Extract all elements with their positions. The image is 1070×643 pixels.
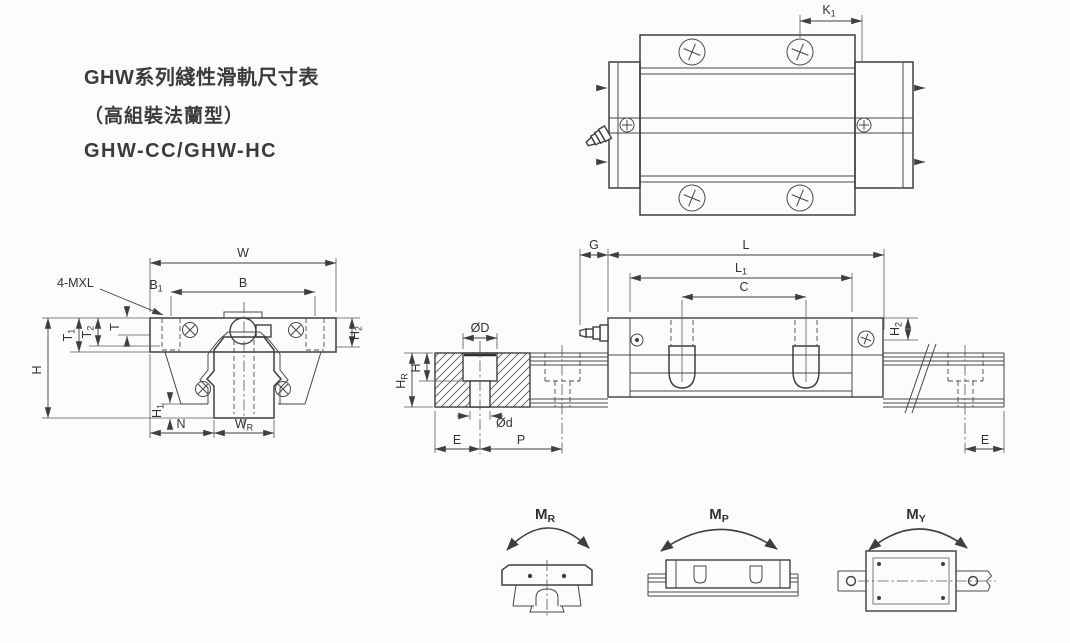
dim-label-c: C [739, 280, 748, 294]
right-end-cap-plan [854, 61, 914, 189]
model-code: GHW-CC/GHW-HC [84, 140, 278, 162]
mounting-hole [678, 184, 706, 212]
moment-arrow [660, 528, 778, 552]
moment-label-mr: MR [535, 506, 556, 525]
dim-label-k1: K1 [822, 3, 835, 19]
dim-t2: T2 [80, 317, 160, 347]
rail-elevation-left [530, 352, 608, 408]
dim-label-t2: T2 [80, 326, 96, 339]
dim-c: C [681, 280, 807, 301]
hidden-rail-hole [947, 345, 984, 454]
dim-label-e-left: E [453, 433, 461, 447]
dim-p: P [479, 433, 563, 453]
break-line [911, 343, 937, 414]
moment-arrow [868, 528, 968, 551]
rail-profile [205, 336, 283, 419]
dim-label-e-right: E [981, 433, 989, 447]
dim-dia-d-upper: ØD [462, 321, 498, 349]
end-cap-screw [630, 333, 644, 347]
rail-hole [845, 575, 857, 587]
dim-l1: L1 [629, 261, 853, 312]
break-line [985, 570, 993, 592]
dim-label-h2-front: H2 [348, 326, 364, 340]
mp-diagram: MP [647, 506, 799, 597]
dim-l: L [607, 238, 885, 330]
mounting-hole [786, 184, 814, 212]
dim-h1: H1 [150, 392, 181, 430]
dim-label-h-side: H [409, 363, 423, 372]
dim-b: B [170, 276, 316, 316]
title-block: GHW系列綫性滑軌尺寸表 （高組裝法蘭型） GHW-CC/GHW-HC [84, 68, 319, 163]
grease-nipple-plan [585, 124, 613, 147]
dim-e-right: E [964, 411, 1005, 453]
dim-label-dia-d-lower: Ød [496, 416, 513, 430]
dim-label-t1: T1 [61, 329, 77, 342]
dim-k1: K1 [799, 3, 863, 61]
dim-dia-d-lower: Ød [457, 411, 513, 430]
dim-label-g: G [589, 238, 599, 252]
moment-arrow [506, 527, 590, 551]
dim-label-p: P [517, 433, 525, 447]
dim-t1: T1 [61, 317, 150, 353]
retainer-screw [288, 322, 304, 338]
dim-label-w: W [237, 246, 249, 260]
dim-label-n: N [176, 417, 185, 431]
block-body-plan [639, 34, 856, 216]
end-cap-screw-cross [857, 330, 875, 348]
dim-label-h-front: H [30, 365, 44, 374]
dim-t: T [108, 306, 150, 347]
mounting-hole [786, 38, 814, 66]
dim-g: G [579, 238, 609, 325]
dim-w: W [149, 246, 337, 312]
oil-slot [668, 300, 696, 389]
dim-h2-side: H2 [884, 317, 918, 341]
block-body-side [607, 317, 884, 398]
left-end-cap-plan [608, 61, 641, 189]
dim-label-b: B [239, 276, 247, 290]
dim-h-front: H [30, 317, 214, 419]
dim-label-l1: L1 [735, 261, 747, 277]
dim-label-l: L [743, 238, 750, 252]
front-section-view: W B B1 4-MXL [30, 246, 364, 438]
dim-label-wr: WR [235, 417, 254, 433]
dim-label-b1: B1 [149, 278, 162, 294]
thread-callout-label: 4-MXL [57, 276, 94, 290]
rail-elevation-right [883, 343, 1005, 414]
oil-slot [792, 300, 820, 389]
dim-e-left: E [434, 411, 481, 453]
hidden-rail-hole [544, 345, 581, 454]
my-diagram: MY [837, 506, 996, 612]
retainer-screw [275, 381, 291, 397]
page-title: GHW系列綫性滑軌尺寸表 [84, 67, 319, 89]
side-screw-hole [619, 117, 635, 133]
dim-label-h1: H1 [150, 404, 166, 418]
retainer-screw [182, 322, 198, 338]
dim-label-hr: HR [394, 373, 410, 389]
dim-h-side: H [409, 352, 462, 382]
moment-label-my: MY [906, 506, 926, 525]
page-subtitle: （高組裝法蘭型） [84, 106, 245, 127]
mounting-hole [678, 38, 706, 66]
mr-diagram: MR [501, 506, 593, 617]
break-line [904, 343, 930, 414]
top-view: K1 [585, 3, 926, 216]
retainer-screw [195, 381, 211, 397]
dim-wr: WR [213, 417, 275, 437]
dim-h2-front: H2 [336, 317, 364, 348]
side-screw-hole [856, 117, 872, 133]
dim-label-t: T [108, 323, 122, 331]
moment-label-mp: MP [709, 506, 729, 525]
grease-nipple-side [579, 324, 609, 342]
grease-port-plate [223, 311, 263, 319]
dim-label-dia-d-upper: ØD [471, 321, 490, 335]
dim-label-h2-side: H2 [888, 322, 904, 336]
thread-callout: 4-MXL [57, 276, 164, 316]
dim-n: N [149, 354, 275, 438]
side-view: ØD HR H Ød E [394, 238, 1005, 454]
moment-diagrams: MR MP [501, 506, 996, 617]
